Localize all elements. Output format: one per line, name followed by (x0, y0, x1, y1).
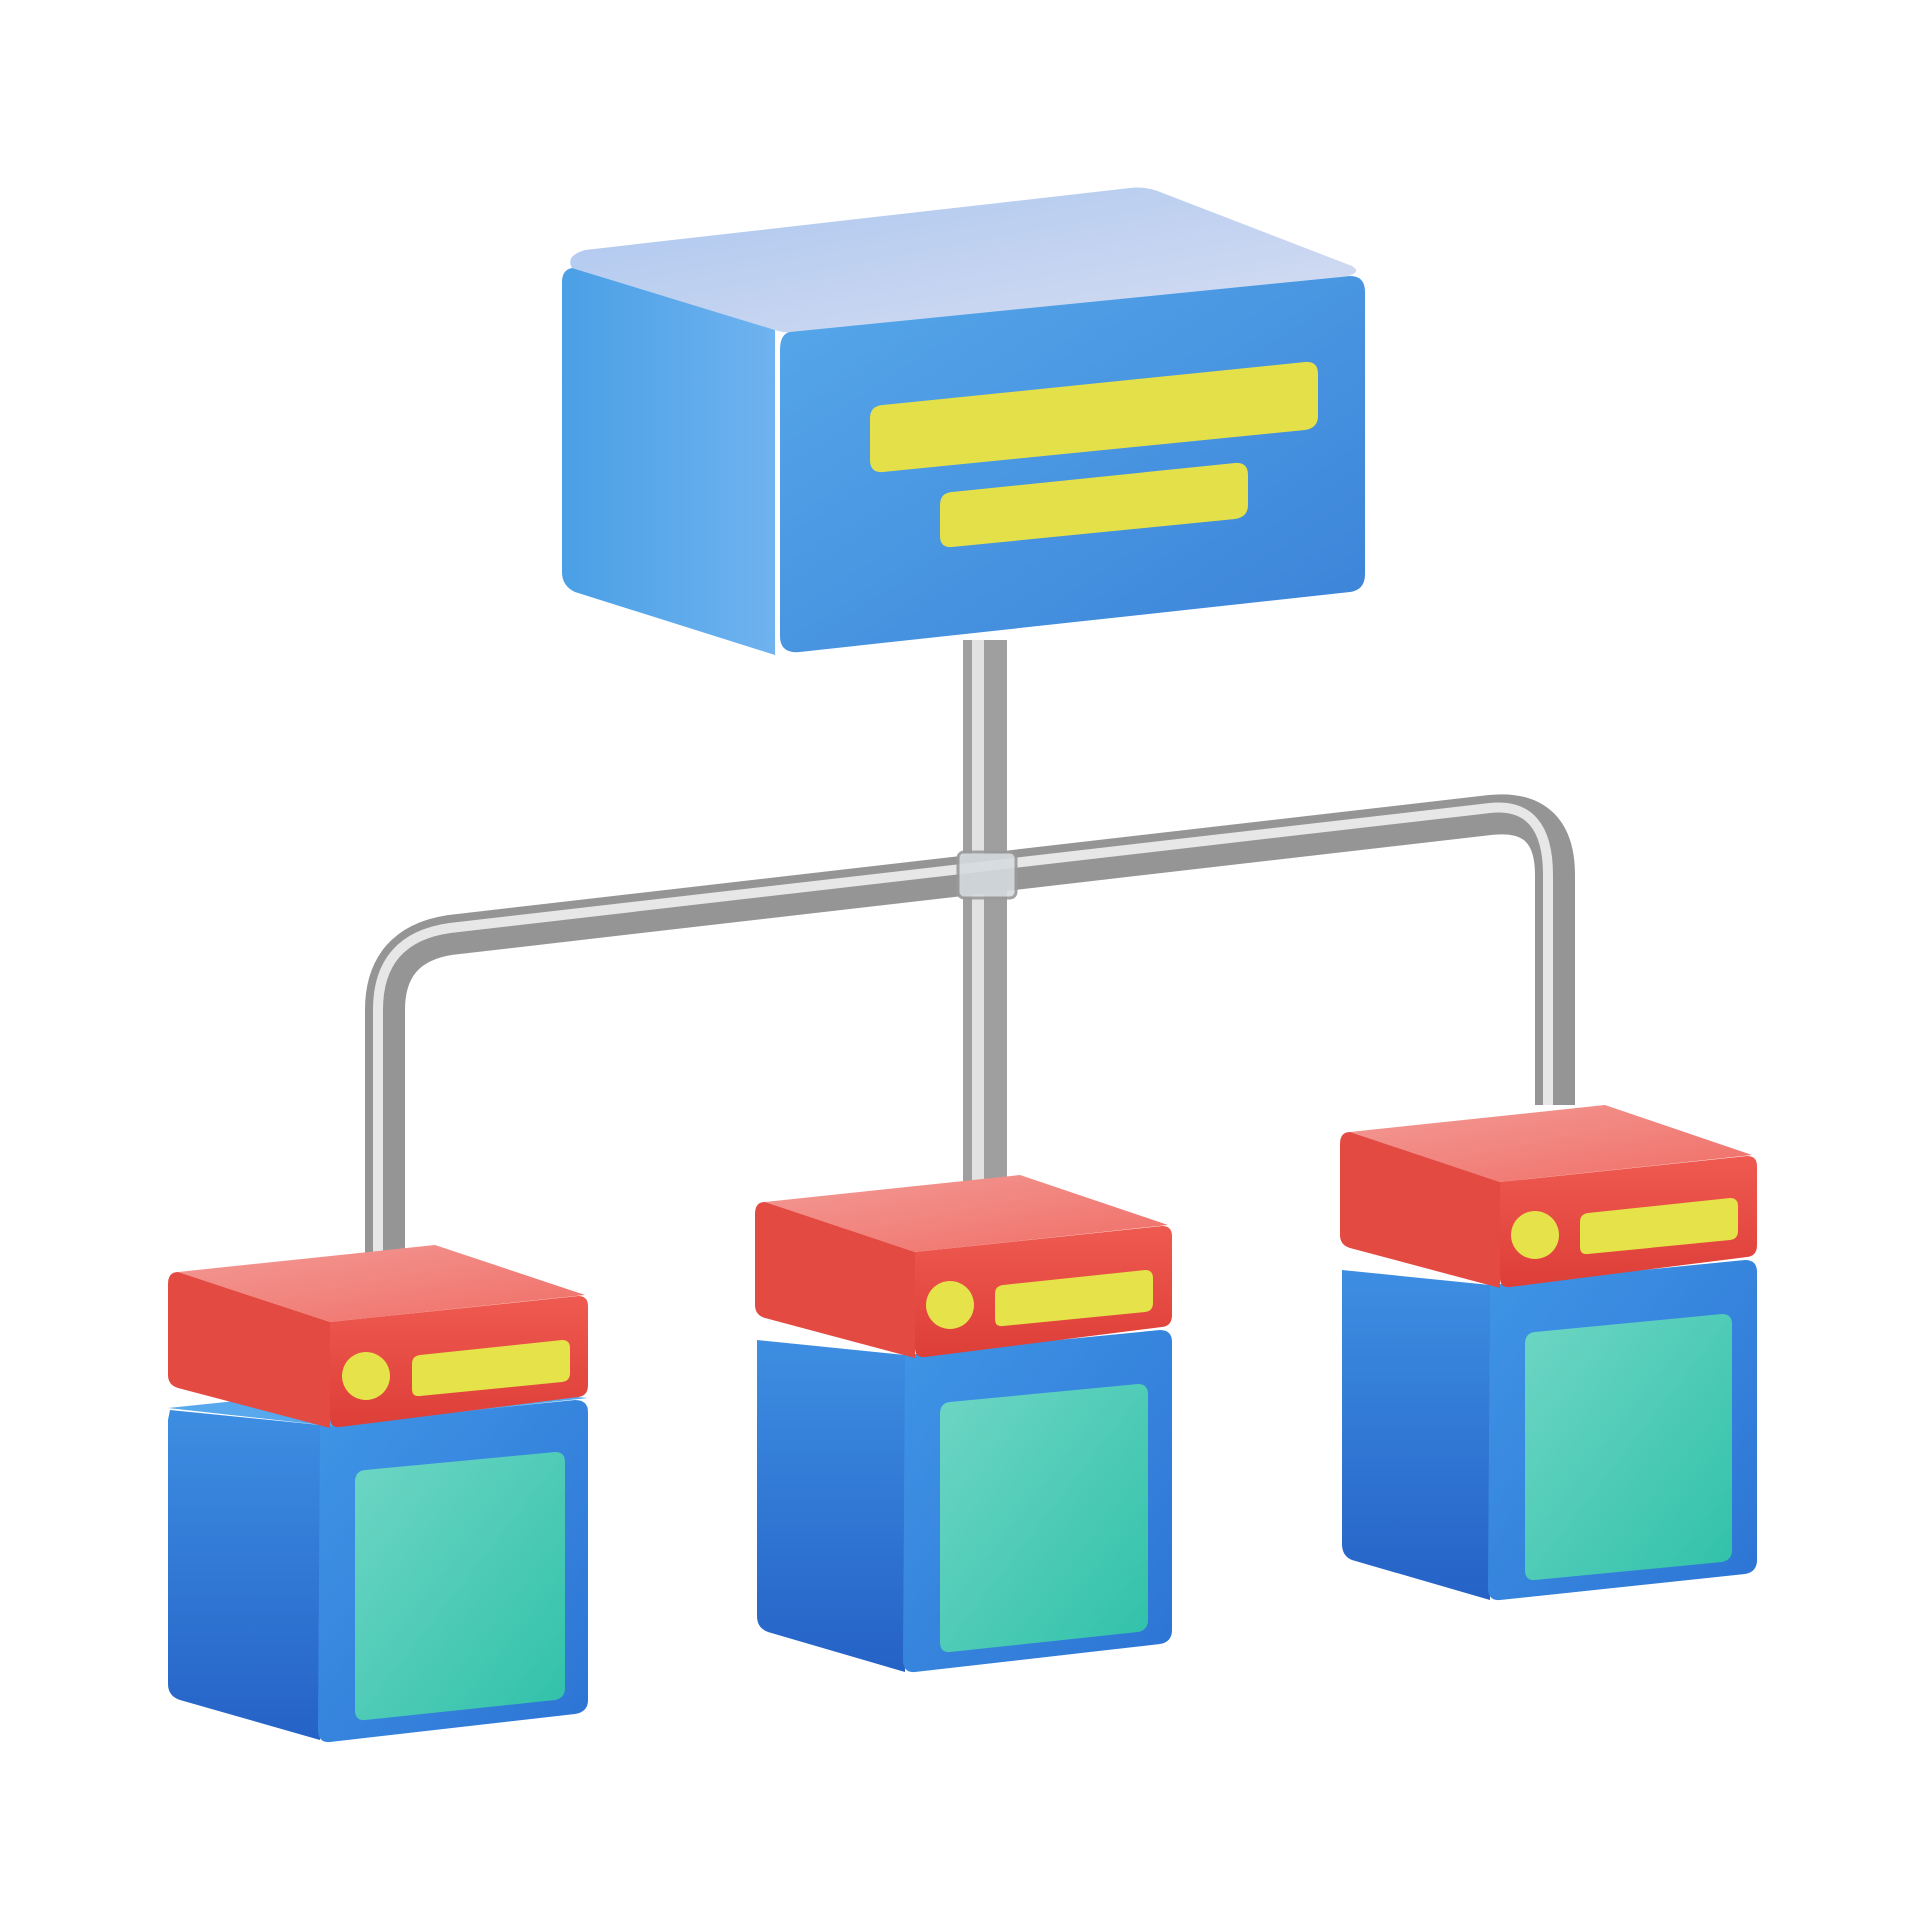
left-status-bar (412, 1340, 570, 1397)
right-red-left (1340, 1132, 1500, 1288)
right-status-bar (1580, 1198, 1738, 1255)
root-top-face (570, 187, 1357, 333)
left-cube-left-face (168, 1410, 320, 1740)
middle-red-top (765, 1175, 1168, 1252)
left-status-light (342, 1352, 390, 1400)
right-status-light (1511, 1211, 1559, 1259)
tube-junction (956, 850, 1018, 900)
root-node (562, 187, 1365, 655)
child-node-left (168, 1245, 588, 1743)
root-left-face (562, 268, 775, 655)
middle-status-bar (995, 1270, 1153, 1327)
child-node-middle (755, 1175, 1172, 1673)
tube-crossbar-highlight (373, 802, 1553, 1260)
child-node-right (1340, 1105, 1757, 1601)
middle-panel (940, 1384, 1148, 1653)
label-bar-short (940, 462, 1248, 548)
root-front-face (780, 276, 1365, 653)
middle-cube-left-face (757, 1340, 905, 1672)
left-red-top (178, 1245, 585, 1322)
connector-tubes (365, 640, 1575, 1260)
right-red-top (1350, 1105, 1752, 1182)
right-panel (1525, 1314, 1732, 1581)
middle-status-light (926, 1281, 974, 1329)
left-panel (355, 1452, 565, 1721)
right-cube-left-face (1342, 1270, 1490, 1600)
left-red-left (168, 1272, 330, 1428)
middle-red-left (755, 1202, 915, 1358)
label-bar-long (870, 361, 1318, 473)
